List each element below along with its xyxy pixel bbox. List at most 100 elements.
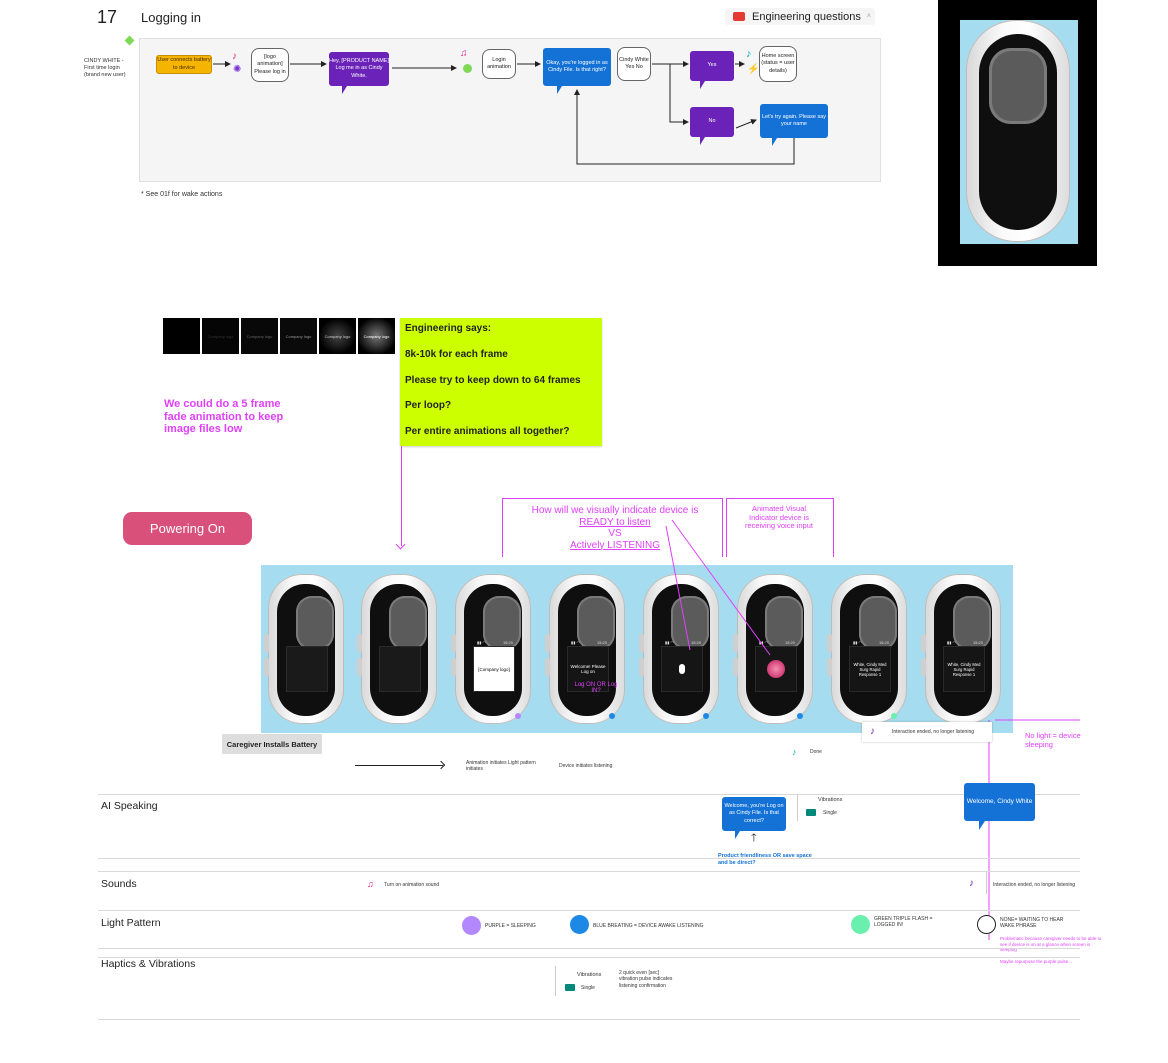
retry-bubble: Let's try again. Please say your name [760,104,828,138]
row-divider [98,1019,1080,1020]
interaction-ended-card: ♪ Interaction ended, no longer listening [862,722,992,742]
device-screen: Welcome! Please Log on [567,646,609,692]
status-bar: ▮▮ ◠ 15:20 [759,640,795,645]
purple-light-swatch [462,916,481,935]
device-screen [286,646,328,692]
device-photo [966,20,1070,242]
lightning-icon: ⚡ [747,64,760,75]
engineering-line: 8k-10k for each frame [405,349,508,360]
music-note-icon: ♪ [232,51,237,62]
device-screen: White, Cindy Med Surg Rapid Response 1 [943,646,985,692]
light-dot [797,713,803,719]
ai-welcome-bubble: Welcome, you're Log on as Cindy File. Is… [722,797,786,831]
device-frame-7: ▮▮ ◠ 15:20 White, Cindy Med Surg Rapid R… [827,574,907,724]
light-dot [515,713,521,719]
login-animation-node: Login animation [482,49,516,79]
engineering-title: Engineering says: [405,323,492,334]
bubble-tail [342,86,347,94]
bubble-tail-retry [772,138,777,146]
ready-question-line3: VS [608,528,622,539]
vibrations-label: Vibrations [818,797,843,803]
fade-frame: Company logo [358,318,395,354]
no-light-label: NONE= WAITING TO HEAR WAKE PHRASE [1000,917,1064,930]
animation-sound-icon: ♫ [367,879,374,889]
hey-product-bubble: Hey, [PRODUCT NAME] Log me in as Cindy W… [329,52,389,86]
product-friendliness-note: Product friendliness OR save space and b… [718,853,812,867]
status-bar: ▮▮ ◠ 15:20 [947,640,983,645]
light-dot [891,713,897,719]
maybe-repurpose-note: Maybe repurpose the purple pulse... [1000,959,1073,964]
log-on-question: Log ON OR Log IN? [574,682,618,694]
status-bar: ▮▮ ◠ 15:20 [477,640,513,645]
fade-frame: Company logo [241,318,278,354]
engineering-sticky-note: Engineering says: 8k-10k for each frame … [400,318,602,446]
device-screen [755,646,797,692]
single-label: Single [581,985,595,991]
animated-indicator-note: Animated Visual Indicator device is rece… [745,504,813,531]
device-frame-2 [357,574,437,724]
interaction-ended-text: Interaction ended, no longer listening [892,729,975,735]
user-connects-node: User connects battery to device [156,55,212,74]
fade-frame: Company logo [319,318,356,354]
music-note-purple-icon: ♪ [870,726,875,737]
engineering-line: Per loop? [405,400,452,411]
step-number: 17 [97,7,118,27]
persona-label: CINDY WHITE - First time login (brand ne… [84,58,126,78]
device-screen: White, Cindy Med Surg Rapid Response 1 [849,646,891,692]
device-screen [661,646,703,692]
yes-bubble: Yes [690,51,734,81]
row-divider [98,871,1080,872]
vertical-sep [797,795,798,821]
problematic-note: Problematic because caregiver needs to b… [1000,936,1102,953]
cindy-yes-no-node: Cindy White Yes No [617,47,651,81]
bubble-tail-ai [735,831,740,839]
sounds-row-label: Sounds [101,878,137,890]
fade-frame-strip: Company logo Company logo Company logo C… [163,318,395,354]
animation-sound-label: Turn on animation sound [384,882,440,888]
device-frame-8: ▮▮ ◠ 15:20 White, Cindy Med Surg Rapid R… [921,574,1001,724]
device-screen: [Company logo] [473,646,515,692]
blue-light-label: BLUE BREATING = DEVICE AWAKE LISTENING [593,923,704,929]
animation-initiates-label: Animation initiates Light pattern initia… [466,760,536,773]
row-divider [98,957,1080,958]
timeline-arrow [355,765,443,766]
engineering-line: Please try to keep down to 64 frames [405,375,581,386]
status-bar: ▮▮ ◠ 15:20 [665,640,701,645]
light-pattern-row-label: Light Pattern [101,917,161,929]
footnote: * See 01f for wake actions [141,191,223,198]
fade-frame: Company logo [202,318,239,354]
interaction-ended-sound-label: Interaction ended, no longer listening [993,882,1076,888]
vibration-icon [565,984,575,991]
music-note-done-icon: ♪ [792,747,797,757]
engineering-line: Per entire animations all together? [405,426,570,437]
done-label: Done [810,749,822,755]
sticky-connector [401,446,402,546]
row-divider [98,948,1080,949]
fade-animation-note: We could do a 5 frame fade animation to … [164,398,284,436]
ready-question: How will we visually indicate device is … [505,505,725,551]
no-light-swatch [977,915,996,934]
single-label: Single [823,810,837,816]
animated-bracket [726,498,834,557]
device-frame-4: ▮▮ ◠ 15:20 Welcome! Please Log on Log ON… [545,574,625,724]
caret-up-icon: ˄ [866,13,871,20]
device-frame-5: ▮▮ ◠ 15:20 [639,574,719,724]
purple-light-label: PURPLE = SLEEPING [485,923,536,929]
green-light-swatch [851,915,870,934]
music-note-teal-icon: ♪ [746,48,752,60]
vibration-icon [806,809,816,816]
fade-frame [163,318,200,354]
blue-light-swatch [570,915,589,934]
engineering-questions-tag[interactable]: Engineering questions ˄ [725,8,875,25]
ready-question-line4: Actively LISTENING [569,539,661,551]
ready-bracket [502,498,723,557]
bubble-tail-welcome [979,821,985,830]
logo-animation-node: [logo animation] Please log in [251,48,289,82]
vibrations-label: Vibrations [577,972,602,978]
listening-orb-icon [767,660,785,678]
status-bar: ▮▮ ◠ 15:20 [853,640,889,645]
light-green-icon [463,64,472,73]
microphone-icon [679,664,685,674]
page-title: Logging in [141,10,201,25]
light-purple-icon: ✺ [233,64,242,75]
